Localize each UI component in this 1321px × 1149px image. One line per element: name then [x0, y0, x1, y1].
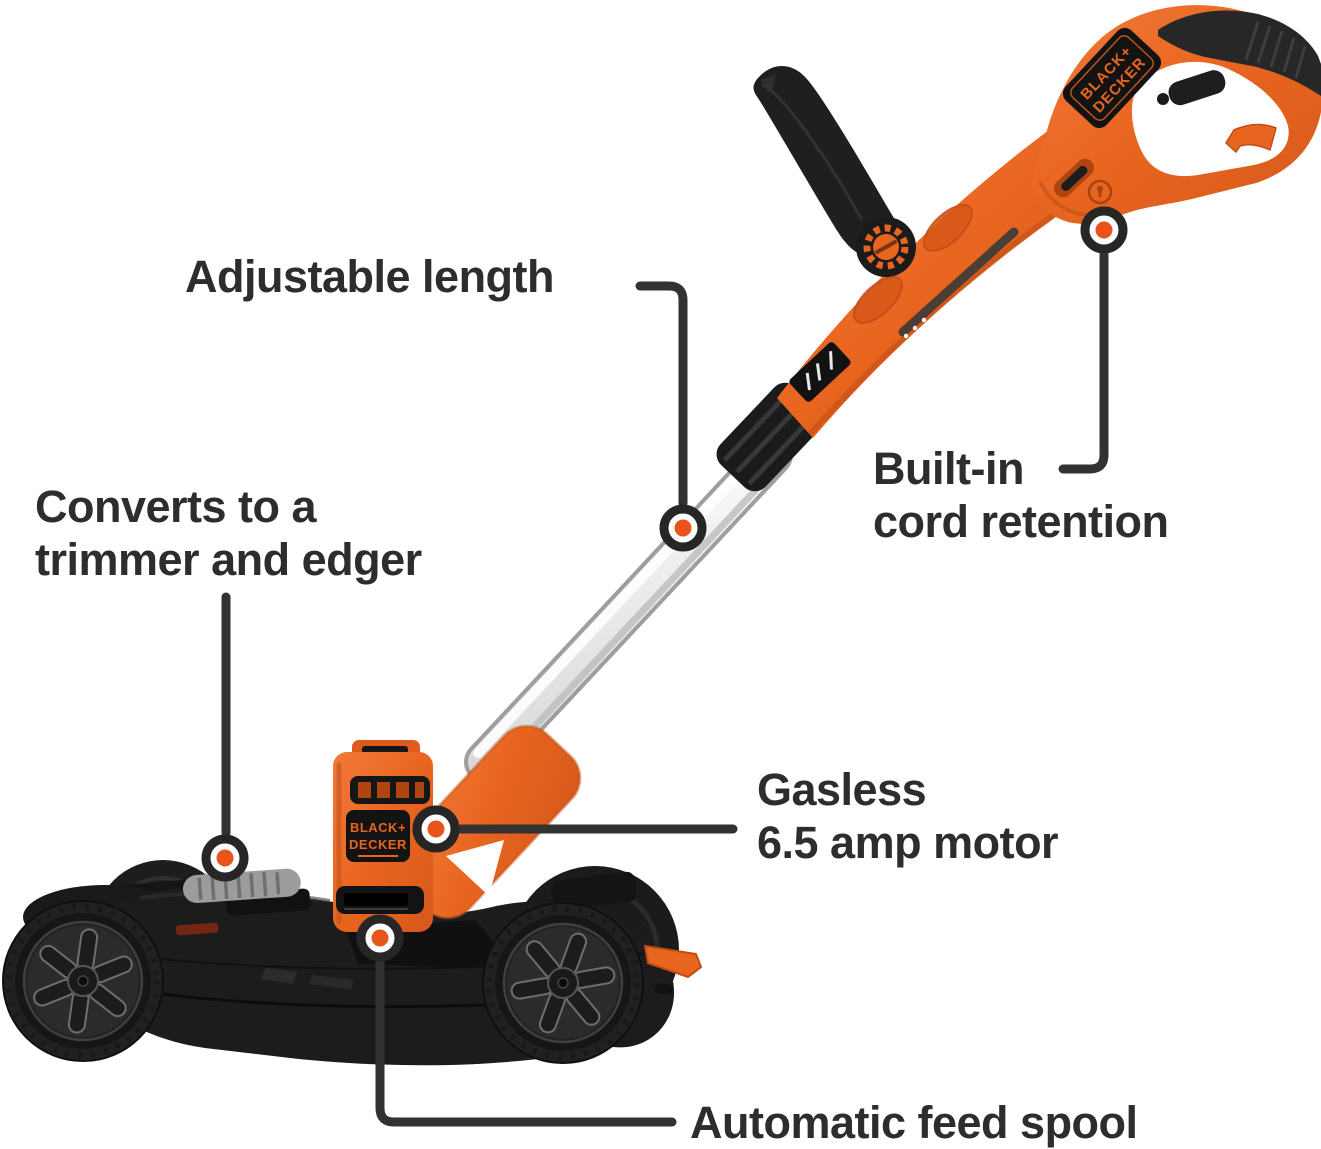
callout-label-line: Gasless — [757, 764, 927, 815]
callout-label-line: Converts to a — [35, 481, 317, 532]
callout-label-automatic-feed-spool: Automatic feed spool — [690, 1096, 1138, 1149]
brand-text: DECKER — [349, 837, 407, 852]
callout-label-converts-trimmer-edger: Converts to a trimmer and edger — [35, 480, 422, 586]
callout-label-line: Adjustable length — [185, 251, 555, 302]
callout-dot-adjustable-length — [659, 504, 707, 552]
callout-dot-gasless-motor — [412, 805, 460, 853]
callout-dot-feed-spool — [356, 914, 404, 962]
telescoping-pole — [464, 434, 793, 783]
upper-shaft — [777, 130, 1101, 438]
callout-label-line: Automatic feed spool — [690, 1097, 1138, 1148]
auxiliary-handle — [753, 66, 916, 277]
callout-dots — [201, 206, 1128, 962]
deck-marking — [261, 968, 297, 984]
spec-label-strip — [898, 227, 1019, 337]
deck-marking — [309, 975, 354, 990]
edger-flap — [643, 944, 703, 995]
trigger — [1168, 70, 1226, 106]
lock-icon — [1087, 179, 1113, 205]
callout-line-cord-retention — [1058, 250, 1109, 474]
callout-line-adjustable-length — [635, 281, 688, 508]
motor-cutout — [446, 840, 504, 896]
callout-label-adjustable-length: Adjustable length — [185, 250, 555, 303]
handle-vent — [1054, 158, 1094, 198]
front-left-wheel — [2, 900, 164, 1062]
callout-line-feed-spool — [375, 958, 677, 1127]
motor-brand-plate: BLACK+ DECKER — [346, 810, 410, 862]
front-right-wheel — [482, 902, 644, 1064]
callout-lines — [221, 250, 1109, 1127]
cord-hook — [1225, 123, 1277, 154]
handle-knob — [856, 217, 916, 277]
motor-housing: BLACK+ DECKER — [333, 724, 582, 932]
deck-red-accent — [175, 922, 219, 936]
callout-label-line: trimmer and edger — [35, 534, 422, 585]
callout-label-line: Built-in — [873, 443, 1024, 494]
warning-sticker — [789, 342, 851, 402]
callout-label-gasless-motor: Gasless 6.5 amp motor — [757, 763, 1059, 869]
brand-text: BLACK+ — [350, 820, 406, 835]
callout-dot-converts — [201, 834, 249, 882]
handle-assembly: BLACK+ DECKER — [1033, 5, 1321, 224]
callout-dot-cord-retention — [1080, 206, 1128, 254]
callout-label-line: cord retention — [873, 496, 1169, 547]
callout-label-built-in-cord-retention: Built-in cord retention — [873, 442, 1169, 548]
callout-label-line: 6.5 amp motor — [757, 817, 1059, 868]
